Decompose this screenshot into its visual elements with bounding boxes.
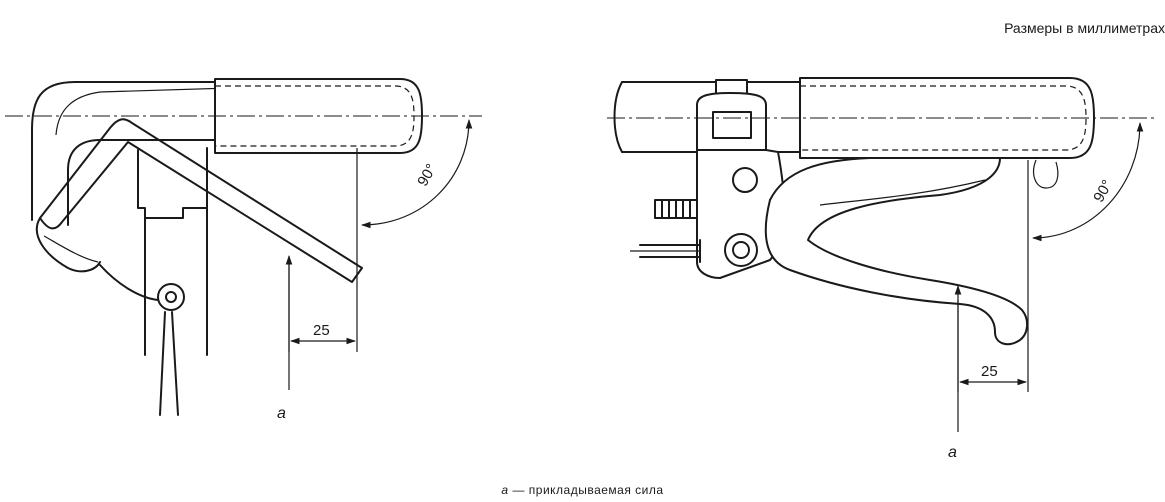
left-angle-arc bbox=[361, 119, 473, 229]
right-lever-tip bbox=[1033, 159, 1059, 189]
right-adjuster-screw bbox=[654, 199, 698, 219]
left-lever-hook bbox=[35, 217, 101, 273]
right-brake-lever-drawing: 90° a 25 bbox=[607, 77, 1155, 461]
units-note: Размеры в миллиметрах bbox=[1004, 20, 1165, 36]
left-tube-inner-line bbox=[55, 84, 331, 136]
right-force-label: a bbox=[948, 444, 957, 461]
left-dimension-label: 25 bbox=[313, 322, 330, 339]
left-brake-lever-drawing: 90° a 25 bbox=[5, 78, 482, 422]
right-clamp-body bbox=[696, 92, 767, 151]
left-angle-label: 90° bbox=[414, 161, 440, 189]
left-pivot-inner bbox=[165, 291, 177, 303]
left-linkage bbox=[99, 264, 159, 301]
left-handlebar-tube bbox=[31, 81, 216, 226]
left-stem-upper bbox=[137, 147, 208, 219]
right-pivot-outer bbox=[724, 233, 758, 267]
right-angle-arc bbox=[1032, 122, 1144, 242]
legend-text: — прикладываемая сила bbox=[508, 483, 664, 497]
right-housing-hole bbox=[732, 167, 758, 193]
right-dimension-label: 25 bbox=[981, 363, 998, 380]
legend-symbol: a bbox=[501, 483, 509, 497]
left-spring bbox=[43, 235, 99, 263]
left-stem-lower bbox=[144, 207, 208, 356]
left-pivot-outer bbox=[157, 283, 185, 311]
right-lever-blade bbox=[764, 157, 1028, 346]
left-force-label: a bbox=[277, 405, 286, 422]
right-clamp-window bbox=[712, 111, 752, 139]
right-pivot-inner bbox=[732, 241, 750, 259]
right-lever-rib bbox=[819, 179, 986, 206]
legend-caption: a — прикладываемая сила bbox=[0, 483, 1165, 497]
left-cable bbox=[159, 311, 179, 416]
right-angle-label: 90° bbox=[1090, 177, 1116, 205]
